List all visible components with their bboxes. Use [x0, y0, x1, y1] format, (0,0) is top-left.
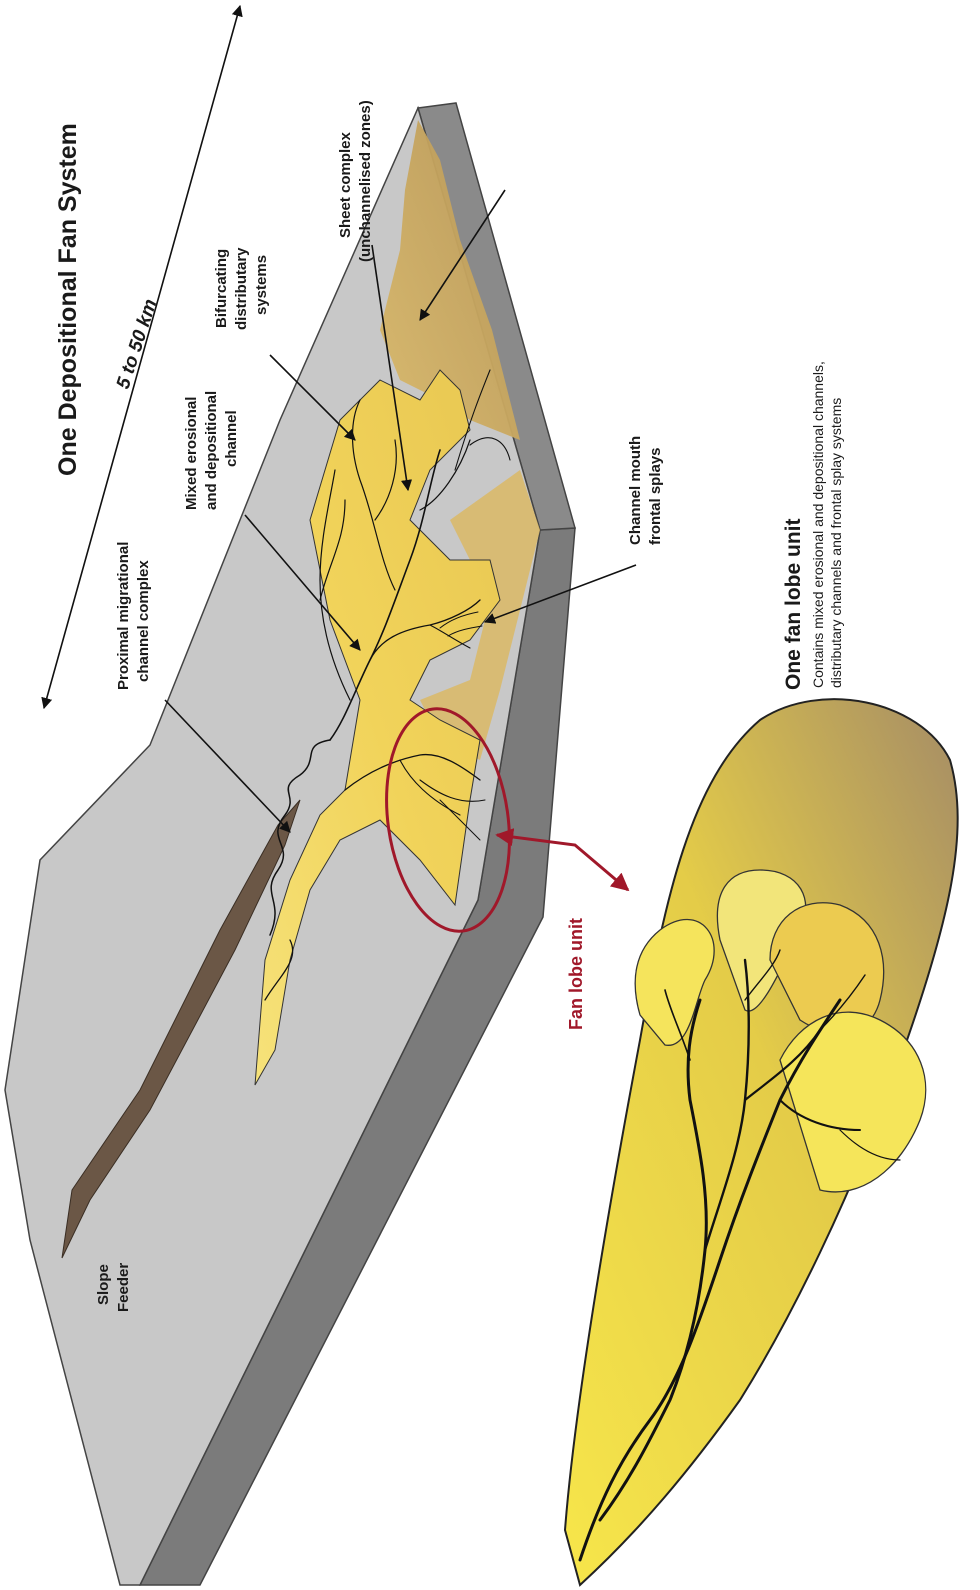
- bifurcating-label: Bifurcating distributary systems: [213, 247, 270, 330]
- mixed-label-line: and depositional: [203, 391, 220, 510]
- fan-lobe-inset: [565, 699, 958, 1585]
- diagram-title: One Depositional Fan System: [54, 123, 82, 476]
- fan-lobe-unit-label: Fan lobe unit: [566, 918, 586, 1030]
- bifurcating-label-line: Bifurcating: [213, 249, 230, 328]
- scale-label: 5 to 50 km: [113, 297, 162, 392]
- proximal-channel-label: Proximal migrational channel complex: [115, 542, 152, 690]
- slope-feeder-label-line: Slope: [95, 1264, 112, 1305]
- proximal-label-line: Proximal migrational: [115, 542, 132, 690]
- inset-description-line: distributary channels and frontal splay …: [828, 398, 844, 688]
- sheet-label-line: Sheet complex: [337, 131, 354, 238]
- channel-mouth-label-line: frontal splays: [647, 447, 664, 545]
- mixed-channel-label: Mixed erosional and depositional channel: [183, 391, 240, 510]
- inset-title: One fan lobe unit: [782, 518, 805, 690]
- mixed-label-line: Mixed erosional: [183, 397, 200, 510]
- sheet-complex-label: Sheet complex (unchannelised zones): [337, 100, 374, 262]
- mixed-label-line: channel: [223, 410, 240, 467]
- proximal-label-line: channel complex: [135, 560, 152, 682]
- bifurcating-label-line: distributary: [233, 247, 250, 330]
- sheet-label-line: (unchannelised zones): [357, 100, 374, 262]
- bifurcating-label-line: systems: [253, 255, 270, 315]
- channel-mouth-label: Channel mouth frontal splays: [627, 436, 664, 545]
- slope-feeder-label-line: Feeder: [115, 1263, 132, 1312]
- channel-mouth-label-line: Channel mouth: [627, 436, 644, 545]
- inset-description-line: Contains mixed erosional and depositiona…: [810, 361, 826, 688]
